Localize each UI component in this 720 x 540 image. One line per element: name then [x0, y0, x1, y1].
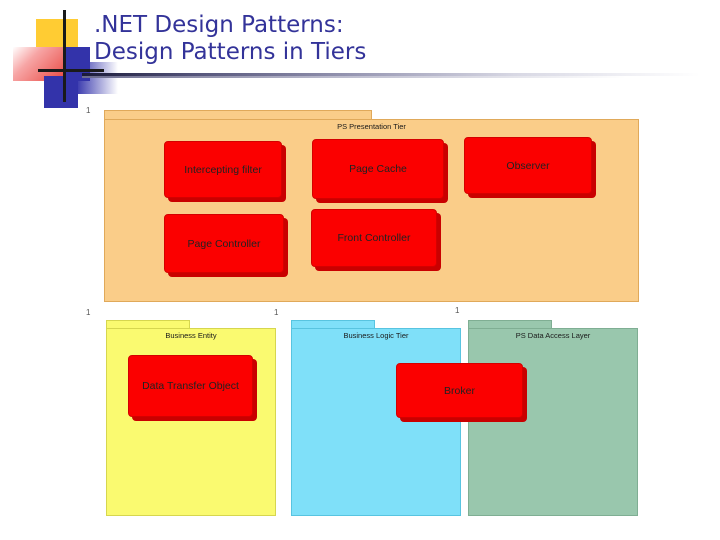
logo-vertical-rule: [63, 10, 66, 102]
multiplicity-presentation: 1: [86, 106, 91, 115]
pattern-intercepting-filter[interactable]: Intercepting filter: [164, 141, 282, 198]
multiplicity-business-logic: 1: [274, 308, 279, 317]
pattern-label: Observer: [506, 159, 550, 172]
tier-data-access[interactable]: PS Data Access Layer: [468, 320, 638, 516]
tier-body-business-logic: [291, 328, 461, 516]
tier-label-data-access: PS Data Access Layer: [515, 331, 591, 340]
tier-business-logic[interactable]: Business Logic Tier: [291, 320, 461, 516]
pattern-label: Data Transfer Object: [142, 380, 239, 392]
pattern-label: Front Controller: [337, 232, 411, 244]
tier-tab-business-logic: [291, 320, 375, 328]
page-title: .NET Design Patterns: Design Patterns in…: [94, 12, 367, 65]
pattern-front-controller[interactable]: Front Controller: [311, 209, 437, 267]
pattern-broker[interactable]: Broker: [396, 363, 523, 418]
tier-tab-business-entity: [106, 320, 190, 328]
tier-business-entity[interactable]: Business Entity Data Transfer Object: [106, 320, 276, 516]
logo-horizontal-rule: [38, 69, 104, 72]
tier-tab-data-access: [468, 320, 552, 328]
multiplicity-data-access: 1: [455, 306, 460, 315]
tier-label-business-logic: Business Logic Tier: [343, 331, 409, 340]
pattern-label: Page Cache: [349, 163, 407, 175]
title-divider: [82, 73, 700, 76]
pattern-page-cache[interactable]: Page Cache: [312, 139, 444, 199]
pattern-label: Broker: [444, 384, 475, 397]
pattern-label: Page Controller: [187, 237, 261, 250]
pattern-page-controller[interactable]: Page Controller: [164, 214, 284, 273]
tier-body-data-access: [468, 328, 638, 516]
pattern-observer[interactable]: Observer: [464, 137, 592, 194]
tier-presentation[interactable]: PS Presentation Tier Intercepting filter…: [104, 110, 639, 302]
title-divider-shadow: [82, 76, 700, 78]
pattern-label: Intercepting filter: [184, 163, 262, 176]
logo-blue-square-lower: [44, 76, 78, 108]
multiplicity-business-entity: 1: [86, 308, 91, 317]
decorative-corner-logo: [0, 0, 130, 110]
pattern-data-transfer-object[interactable]: Data Transfer Object: [128, 355, 253, 417]
tier-label-presentation: PS Presentation Tier: [337, 122, 406, 131]
tier-tab-presentation: [104, 110, 372, 119]
tier-label-business-entity: Business Entity: [165, 331, 217, 340]
logo-red-gradient-square: [13, 47, 65, 81]
